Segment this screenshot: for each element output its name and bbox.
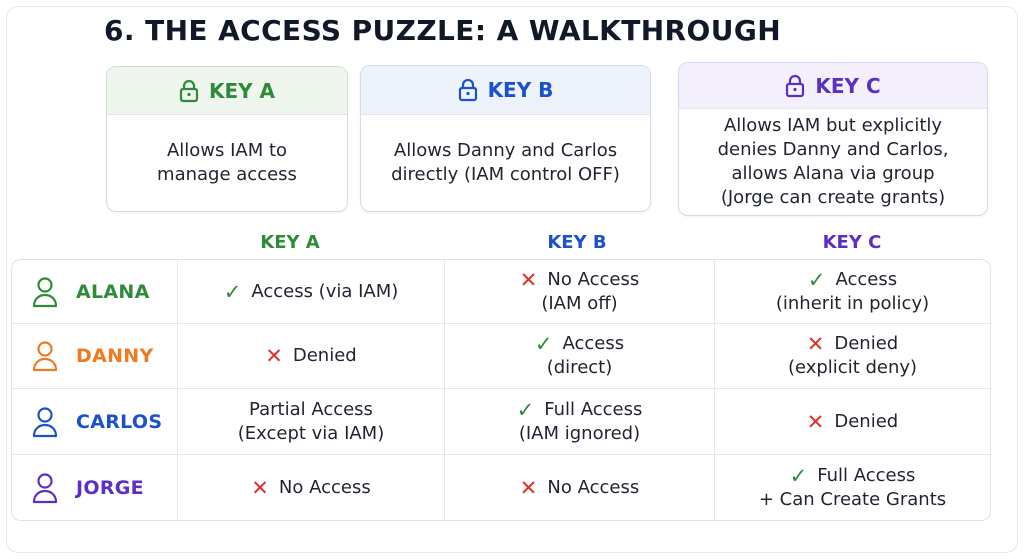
- access-status: ✓ Full Access(IAM ignored): [517, 398, 643, 446]
- access-cell-key-c: ✓ Access(inherit in policy): [715, 260, 990, 323]
- access-status: ✓ Access (via IAM): [224, 280, 399, 304]
- access-status-text: Access: [562, 333, 625, 354]
- key-card-a-text: Allows IAM to manage access: [157, 140, 297, 185]
- user-name: ALANA: [76, 280, 150, 303]
- key-card-c-description: Allows IAM but explicitly denies Danny a…: [679, 109, 987, 215]
- access-cell-key-a: ✓ Access (via IAM): [178, 260, 445, 323]
- access-status-note: (direct): [546, 357, 613, 378]
- key-card-a-label: KEY A: [208, 78, 276, 103]
- access-cell-key-a: ✕ Denied: [178, 324, 445, 388]
- access-status-text: No Access: [547, 268, 640, 290]
- user-cell: DANNY: [12, 324, 178, 388]
- key-card-b-header: KEY B: [361, 66, 650, 115]
- user-icon: [32, 340, 58, 372]
- access-cell-key-c: ✕ Denied: [715, 389, 990, 454]
- access-cell-key-c: ✓ Full Access + Can Create Grants: [715, 455, 990, 520]
- access-status-text: Partial Access: [249, 398, 373, 420]
- access-status: ✕ No Access: [520, 476, 639, 500]
- column-header-key-b: KEY B: [547, 232, 607, 253]
- user-name: DANNY: [76, 345, 154, 367]
- access-status-text: No Access: [278, 477, 371, 498]
- table-row-danny: DANNY ✕ Denied ✓ Access (direct) ✕ Denied (expli…: [12, 324, 990, 389]
- column-header-key-a: KEY A: [260, 232, 320, 253]
- table-row-carlos: CARLOS Partial Access(Except via IAM) ✓ Ful…: [12, 389, 990, 455]
- access-status-text: No Access: [547, 477, 640, 498]
- column-header-key-c: KEY C: [822, 232, 882, 253]
- access-status-text: Access (via IAM): [251, 280, 399, 302]
- cross-icon: ✕: [806, 332, 825, 356]
- cross-icon: ✕: [265, 344, 283, 368]
- access-cell-key-a: Partial Access(Except via IAM): [178, 389, 445, 454]
- cross-icon: ✕: [519, 267, 538, 292]
- user-icon: [32, 276, 58, 308]
- access-status: ✓ Access (direct): [535, 332, 624, 380]
- access-status-note: (IAM off): [541, 292, 618, 314]
- access-status-text: Access: [835, 268, 898, 290]
- check-icon: ✓: [516, 397, 535, 422]
- check-icon: ✓: [807, 267, 826, 292]
- cross-icon: ✕: [806, 409, 825, 434]
- access-status-note: (inherit in policy): [775, 292, 930, 314]
- check-icon: ✓: [534, 332, 553, 356]
- user-name: JORGE: [76, 477, 144, 499]
- lock-icon: [458, 78, 477, 102]
- access-status: ✕ Denied: [265, 344, 356, 368]
- user-name: CARLOS: [76, 410, 163, 433]
- access-status: ✓ Full Access + Can Create Grants: [759, 464, 946, 512]
- user-icon: [32, 472, 58, 504]
- cross-icon: ✕: [251, 476, 269, 500]
- user-cell: ALANA: [12, 260, 178, 323]
- access-cell-key-b: ✓ Full Access(IAM ignored): [445, 389, 715, 454]
- page-title: 6. THE ACCESS PUZZLE: A WALKTHROUGH: [104, 14, 782, 47]
- cross-icon: ✕: [519, 476, 538, 500]
- access-status: ✕ No Access(IAM off): [520, 268, 639, 316]
- key-card-a-header: KEY A: [107, 67, 347, 115]
- check-icon: ✓: [789, 464, 808, 488]
- access-cell-key-c: ✕ Denied (explicit deny): [715, 324, 990, 388]
- key-card-a: KEY A Allows IAM to manage access: [106, 66, 348, 212]
- access-status-note: (IAM ignored): [518, 422, 641, 444]
- key-card-b-label: KEY B: [487, 78, 554, 102]
- access-status-text: Full Access: [544, 398, 643, 420]
- user-cell: JORGE: [12, 455, 178, 520]
- access-status-text: Denied: [834, 410, 899, 432]
- access-status: ✕ Denied: [807, 410, 898, 434]
- key-card-b-description: Allows Danny and Carlos directly (IAM co…: [361, 115, 650, 211]
- access-status-text: Denied: [292, 345, 357, 366]
- access-status-text: Full Access: [817, 465, 916, 486]
- access-status-note: (explicit deny): [787, 357, 918, 378]
- access-status-text: Denied: [834, 333, 899, 354]
- user-icon: [32, 406, 58, 438]
- access-cell-key-b: ✕ No Access(IAM off): [445, 260, 715, 323]
- lock-icon: [179, 79, 199, 102]
- access-status-note: (Except via IAM): [237, 422, 385, 444]
- key-card-c-label: KEY C: [815, 73, 881, 98]
- user-cell: CARLOS: [12, 389, 178, 454]
- check-icon: ✓: [223, 279, 242, 304]
- access-cell-key-b: ✕ No Access: [445, 455, 715, 520]
- access-cell-key-a: ✕ No Access: [178, 455, 445, 520]
- key-card-c: KEY C Allows IAM but explicitly denies D…: [678, 62, 988, 216]
- access-table: ALANA✓Access (via IAM)✕No Access(IAM off…: [11, 259, 991, 521]
- table-row-alana: ALANA ✓ Access (via IAM) ✕ No Access(IAM off…: [12, 260, 990, 324]
- access-status: ✕ Denied (explicit deny): [788, 332, 917, 380]
- lock-icon: [786, 74, 805, 97]
- key-card-b-text: Allows Danny and Carlos directly (IAM co…: [391, 140, 620, 185]
- key-card-a-description: Allows IAM to manage access: [107, 115, 347, 211]
- access-status: Partial Access(Except via IAM): [238, 398, 385, 446]
- access-status: ✓ Access(inherit in policy): [776, 268, 929, 316]
- key-card-c-text: Allows IAM but explicitly denies Danny a…: [717, 115, 949, 208]
- table-row-jorge: JORGE ✕ No Access ✕ No Access ✓ Full Access + C…: [12, 455, 990, 520]
- access-status: ✕ No Access: [251, 476, 370, 500]
- key-card-b: KEY B Allows Danny and Carlos directly (…: [360, 65, 651, 212]
- access-cell-key-b: ✓ Access (direct): [445, 324, 715, 388]
- key-card-c-header: KEY C: [679, 63, 987, 109]
- access-status-note: + Can Create Grants: [758, 489, 947, 510]
